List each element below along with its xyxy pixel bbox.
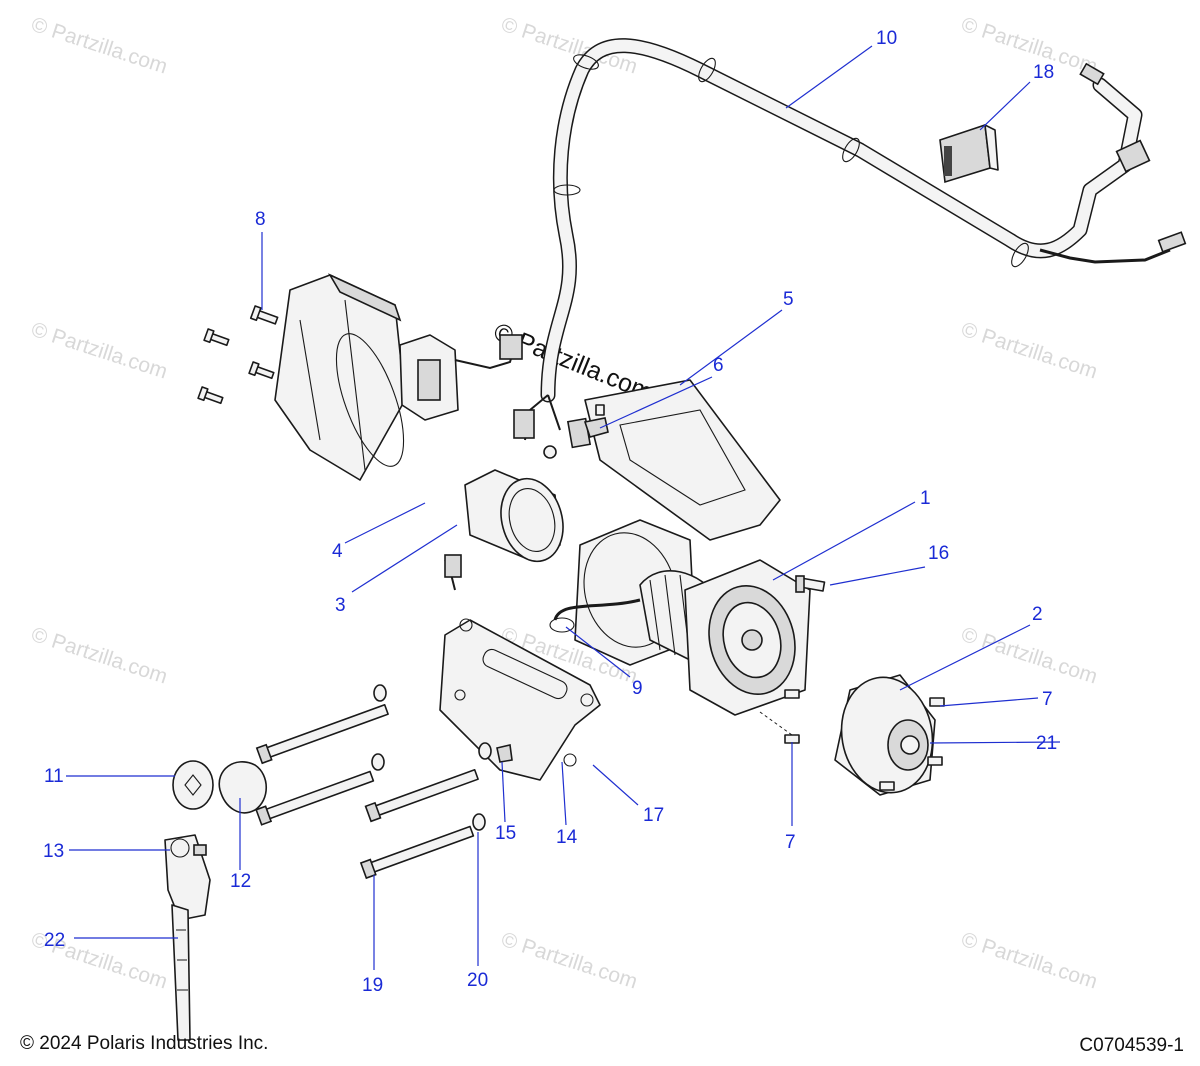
- watermark: © Partzilla.com: [958, 623, 1100, 689]
- watermark: © Partzilla.com: [958, 13, 1100, 79]
- callout-14: 14: [556, 827, 578, 848]
- callout-22: 22: [44, 930, 65, 951]
- callout-21: 21: [1036, 733, 1057, 754]
- part-mount-plate: [584, 379, 781, 541]
- callout-3: 3: [335, 595, 346, 616]
- callout-10: 10: [876, 28, 897, 49]
- watermark: © Partzilla.com: [28, 13, 170, 79]
- part-screws-8: [197, 305, 279, 405]
- callout-4: 4: [332, 541, 343, 562]
- callout-9: 9: [632, 678, 643, 699]
- part-hook-strap: [164, 834, 211, 1041]
- part-clip: [583, 404, 609, 438]
- part-wiring-harness: [513, 38, 1187, 459]
- callout-18: 18: [1033, 62, 1054, 83]
- part-motor: [464, 469, 564, 563]
- callout-6: 6: [713, 355, 724, 376]
- callout-20: 20: [467, 970, 488, 991]
- callout-16: 16: [928, 543, 949, 564]
- callout-8: 8: [255, 209, 266, 230]
- watermark: © Partzilla.com: [498, 928, 640, 994]
- callout-11: 11: [44, 766, 64, 787]
- part-solenoid: [399, 334, 523, 421]
- part-long-bolts: [255, 684, 513, 880]
- part-switch: [939, 123, 999, 184]
- callout-layer: 1 2 3 4 5 6 7 7 8 9 10 11 12 13 14 15 16…: [43, 28, 1057, 996]
- part-fairlead-mount: [439, 554, 601, 781]
- part-motor-housing: [274, 273, 406, 481]
- callout-17: 17: [643, 805, 664, 826]
- part-screws-7: [759, 689, 945, 791]
- watermark: © Partzilla.com: [28, 318, 170, 384]
- callout-5: 5: [783, 289, 794, 310]
- watermark: © Partzilla.com: [958, 318, 1100, 384]
- watermark: © Partzilla.com: [958, 928, 1100, 994]
- figure-id: C0704539-1: [1079, 1035, 1184, 1056]
- watermark: © Partzilla.com: [28, 623, 170, 689]
- callout-7: 7: [1042, 689, 1053, 710]
- part-knobs: [172, 760, 268, 814]
- callout-2: 2: [1032, 604, 1043, 625]
- callout-19: 19: [362, 975, 383, 996]
- callout-13: 13: [43, 841, 64, 862]
- part-winch-assembly: [549, 519, 811, 716]
- copyright-text: © 2024 Polaris Industries Inc.: [20, 1033, 269, 1054]
- callout-1: 1: [920, 488, 931, 509]
- part-bolt-16: [795, 575, 826, 593]
- leader-lines: [66, 45, 1061, 970]
- callout-15: 15: [495, 823, 516, 844]
- callout-7-lower: 7: [785, 832, 796, 853]
- callout-12: 12: [230, 871, 251, 892]
- part-drum-cover: [834, 674, 936, 796]
